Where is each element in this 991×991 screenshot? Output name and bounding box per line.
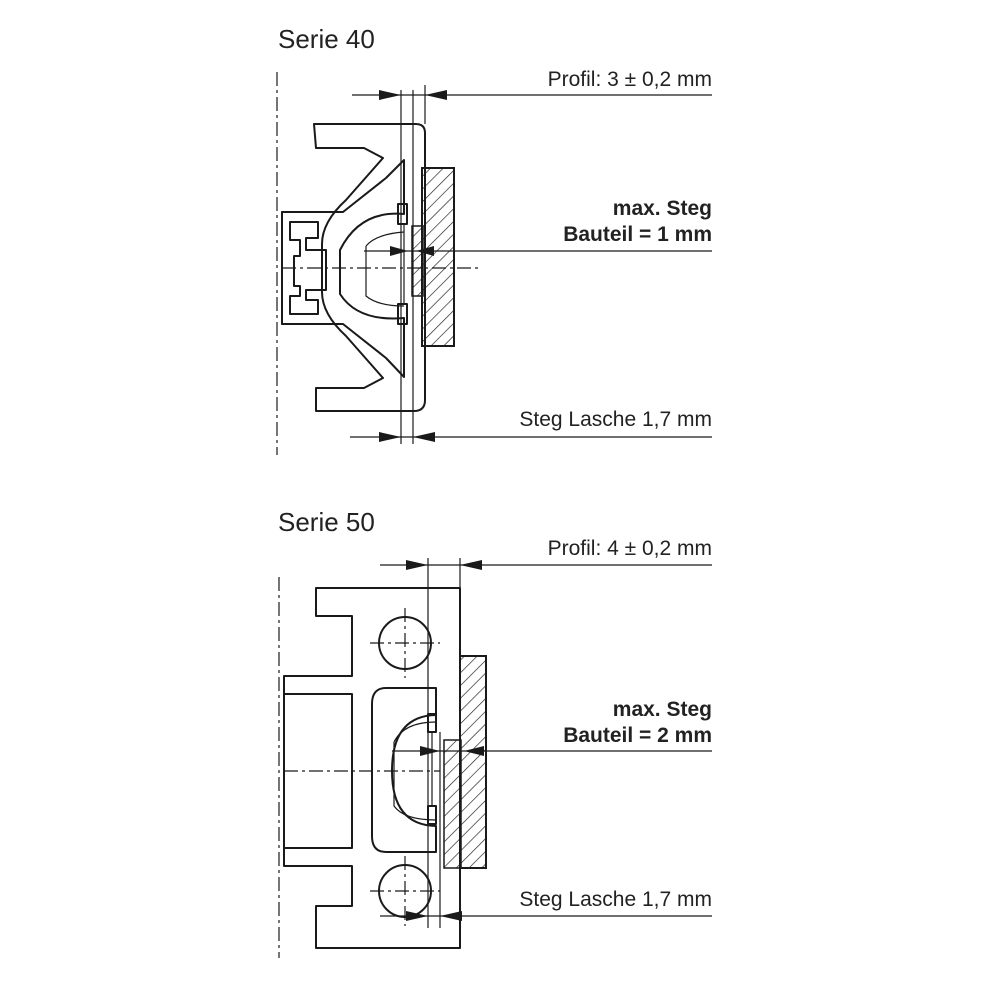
serie-50-lasche-dimension: Steg Lasche 1,7 mm	[380, 888, 712, 921]
serie-40-profil-label: Profil: 3 ± 0,2 mm	[548, 68, 712, 91]
serie-50-section: Serie 50	[278, 507, 712, 958]
serie-50-profil-dimension: Profil: 4 ± 0,2 mm	[380, 537, 712, 588]
serie-50-profil-label: Profil: 4 ± 0,2 mm	[548, 537, 712, 560]
serie-40-steg-label-line1: max. Steg	[613, 197, 712, 220]
serie-50-steg-dimension: max. Steg Bauteil = 2 mm	[392, 698, 712, 756]
serie-40-title: Serie 40	[278, 24, 375, 54]
serie-50-bauteil	[443, 655, 487, 869]
serie-40-bauteil	[411, 167, 455, 347]
serie-50-steg-label-line2: Bauteil = 2 mm	[563, 724, 712, 747]
serie-50-lasche-label: Steg Lasche 1,7 mm	[519, 888, 712, 911]
serie-40-steg-dimension: max. Steg Bauteil = 1 mm	[364, 197, 712, 256]
serie-40-profil-dimension: Profil: 3 ± 0,2 mm	[352, 68, 712, 124]
serie-40-section: Serie 40 Profil:	[276, 24, 712, 455]
serie-40-steg-label-line2: Bauteil = 1 mm	[563, 223, 712, 246]
serie-50-profile	[283, 558, 461, 949]
serie-50-steg-label-line1: max. Steg	[613, 698, 712, 721]
serie-40-lasche-dimension: Steg Lasche 1,7 mm	[350, 408, 712, 442]
serie-40-profile	[281, 90, 426, 444]
serie-40-lasche-label: Steg Lasche 1,7 mm	[519, 408, 712, 431]
serie-50-title: Serie 50	[278, 507, 375, 537]
